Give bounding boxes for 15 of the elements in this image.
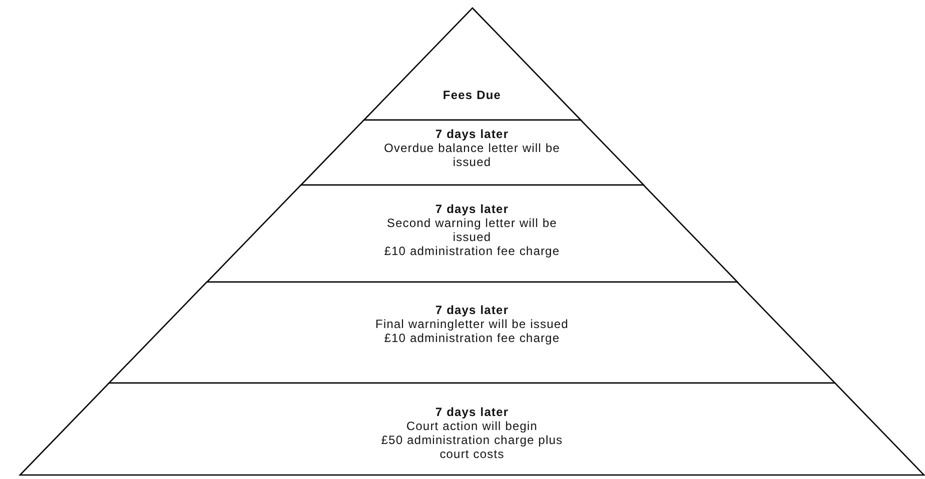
tier-text: Second warning letter will be issued: [386, 216, 558, 244]
tier-heading: Fees Due: [442, 88, 502, 102]
tier-text: Overdue balance letter will be issued: [382, 141, 562, 169]
pyramid-tier: [364, 8, 580, 120]
tier-heading: 7 days later: [435, 202, 509, 216]
tier-heading: 7 days later: [435, 303, 509, 317]
tier-text: £10 administration fee charge: [384, 331, 560, 345]
pyramid-tier: [109, 282, 835, 383]
tier-text: Final warningletter will be issued: [375, 317, 569, 331]
tier-heading: 7 days later: [435, 127, 509, 141]
tier-heading: 7 days later: [435, 405, 509, 419]
tier-text: £50 administration charge plus court costs: [380, 433, 564, 461]
pyramid-tier: [20, 383, 924, 475]
tier-text: Court action will begin: [406, 419, 538, 433]
tier-text: £10 administration fee charge: [384, 244, 560, 258]
